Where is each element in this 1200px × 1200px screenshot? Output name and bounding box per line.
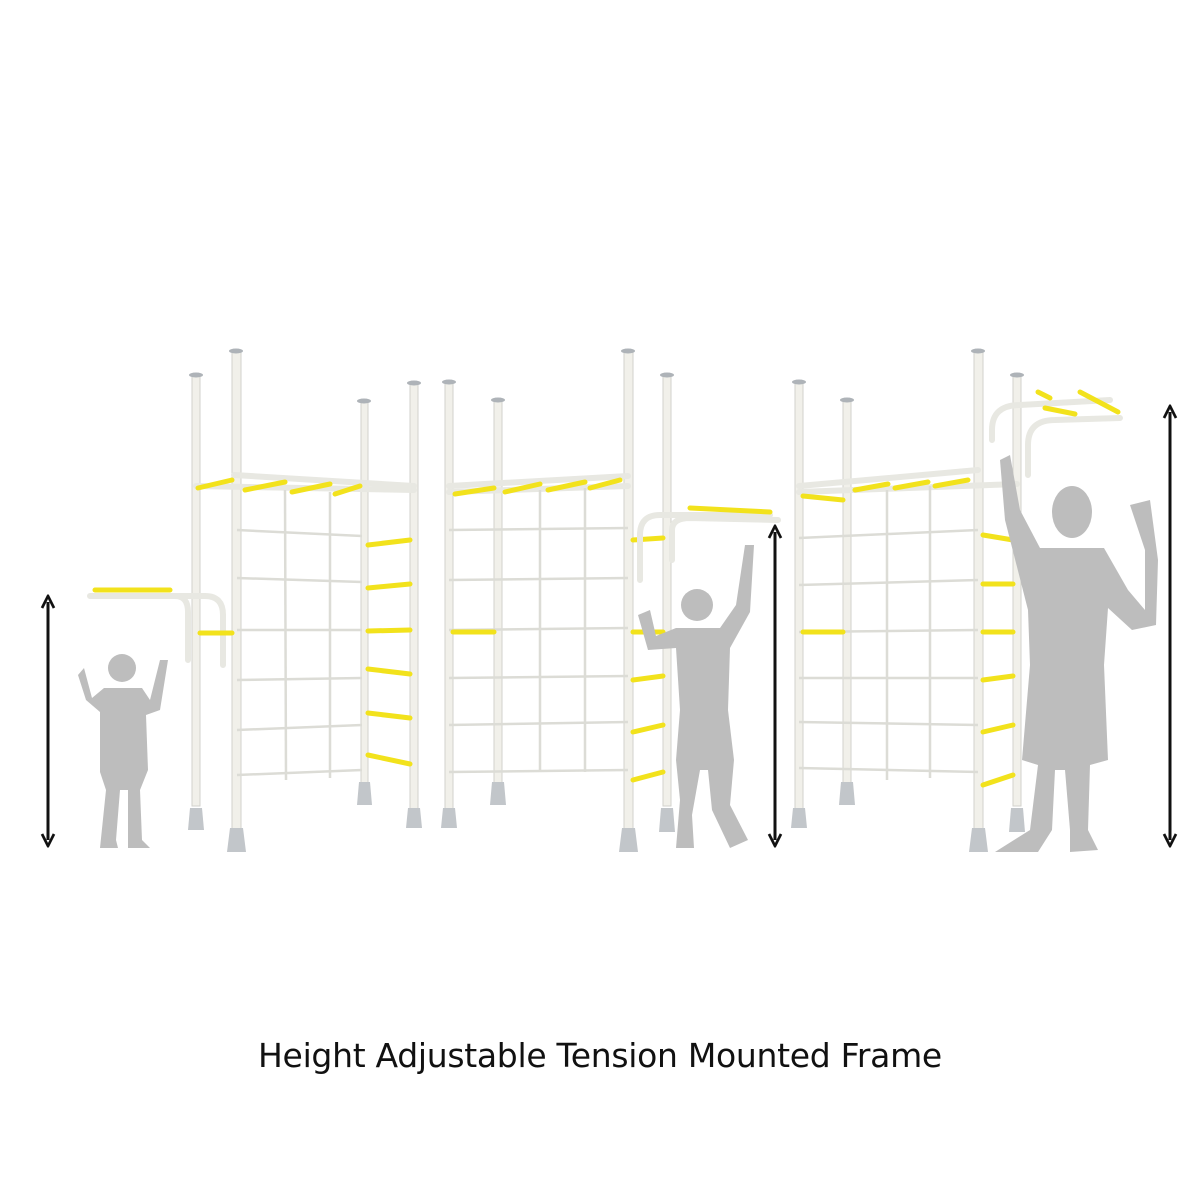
height-arrows	[48, 412, 1170, 840]
adult-silhouette	[995, 455, 1158, 852]
frame-config-large	[791, 348, 1123, 852]
frame-config-medium	[441, 348, 781, 852]
frame-config-small	[87, 348, 422, 852]
older-child-silhouette	[638, 545, 754, 848]
child-silhouette	[78, 654, 168, 848]
caption-text: Height Adjustable Tension Mounted Frame	[258, 1036, 942, 1075]
